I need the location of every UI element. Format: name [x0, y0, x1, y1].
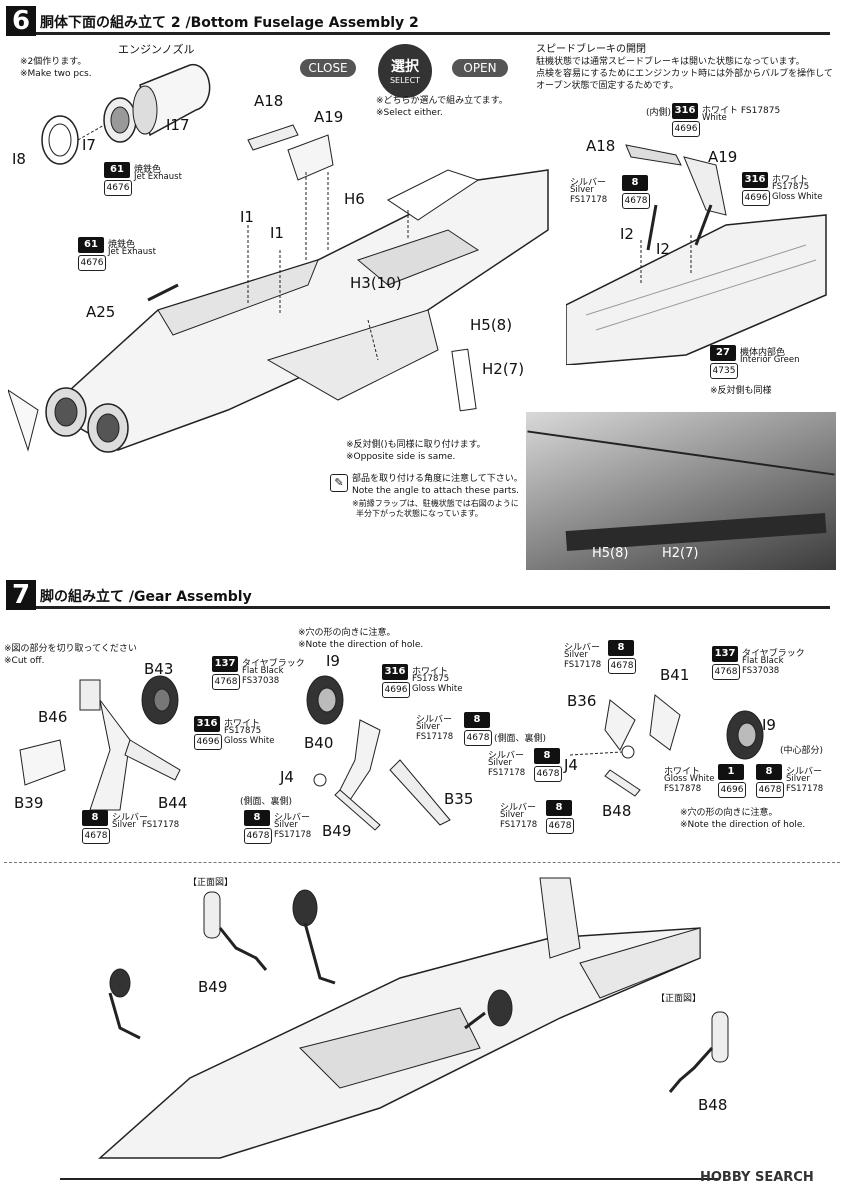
select-note-jp: ※どちらか選んで組み立てます。 — [376, 96, 508, 106]
close-option: CLOSE — [300, 59, 356, 77]
speedbrake-line-2: 点検を容易にするためにエンジンカット時には外部からバルブを操作して — [536, 69, 833, 79]
part-label-b44: B44 — [158, 794, 188, 812]
select-badge: 選択 SELECT — [378, 44, 432, 98]
hole-direction-right-jp: ※穴の形の向きに注意。 — [680, 808, 778, 818]
part-label-i7: I7 — [82, 136, 96, 154]
make-two-note-jp: ※2個作ります。 — [20, 57, 87, 67]
side-back-note-2: (側面、裏側) — [494, 734, 547, 744]
speedbrake-title: スピードブレーキの開閉 — [536, 44, 646, 55]
angle-note-jp: 部品を取り付ける角度に注意して下さい。 — [352, 474, 523, 484]
step7-header: 7 脚の組み立て /Gear Assembly — [6, 580, 830, 610]
angle-note-en: Note the angle to attach these parts. — [352, 486, 519, 496]
speedbrake-line-3: オープン状態で固定するためです。 — [536, 81, 679, 91]
part-label-h6: H6 — [344, 190, 365, 208]
flap-note-line-1: ※前縁フラップは、駐機状態では右図のように — [352, 499, 519, 508]
part-label-i1-a: I1 — [240, 208, 254, 226]
part-label-b41: B41 — [660, 666, 690, 684]
part-label-h5: H5(8) — [470, 316, 513, 334]
part-label-b35: B35 — [444, 790, 474, 808]
part-label-a25: A25 — [86, 303, 116, 321]
speedbrake-detail-illustration — [566, 144, 827, 365]
section-divider — [4, 862, 840, 864]
part-label-a19: A19 — [314, 108, 344, 126]
flap-note-line-2: 半分下がった状態になっています。 — [356, 509, 483, 518]
part-label-j4-right: J4 — [564, 756, 578, 774]
bottom-fuselage-illustration — [8, 124, 549, 453]
speedbrake-line-1: 駐機状態では通常スピードブレーキは開いた状態になっています。 — [536, 57, 805, 67]
engine-nozzle-illustration — [41, 63, 211, 165]
side-back-note-1: (側面、裏側) — [240, 797, 293, 807]
part-label-i17: I17 — [166, 116, 190, 134]
step7-number: 7 — [6, 580, 36, 610]
hole-direction-right-en: ※Note the direction of hole. — [680, 820, 806, 830]
part-label-h3: H3(10) — [350, 274, 402, 292]
part-label-i9: I9 — [326, 652, 340, 670]
hole-direction-en: ※Note the direction of hole. — [298, 640, 424, 650]
step6-number: 6 — [6, 6, 36, 36]
opposite-side-note-jp: ※反対側()も同様に取り付けます。 — [346, 440, 486, 450]
inner-side-label: (内側) — [646, 108, 672, 118]
photo-label-h2: H2(7) — [662, 546, 699, 561]
gear-assembly-illustration — [19, 675, 764, 831]
part-label-a18-right: A18 — [586, 137, 616, 155]
part-label-b49: B49 — [322, 822, 352, 840]
cutoff-note-jp: ※図の部分を切り取ってください — [4, 644, 137, 654]
open-option: OPEN — [452, 59, 508, 77]
step7-title: 脚の組み立て /Gear Assembly — [40, 589, 252, 605]
hole-direction-jp: ※穴の形の向きに注意。 — [298, 628, 396, 638]
aircraft-gear-illustration — [98, 877, 701, 1159]
opposite-side-note-en: ※Opposite side is same. — [346, 452, 456, 462]
watermark: HOBBY SEARCH — [700, 1170, 814, 1185]
part-label-b48-bottom: B48 — [698, 1096, 728, 1114]
part-label-i2-b: I2 — [656, 240, 670, 258]
part-label-i1-b: I1 — [270, 224, 284, 242]
leading-edge-flap-photo: H5(8) H2(7) — [526, 412, 836, 570]
part-label-b46: B46 — [38, 708, 68, 726]
part-label-a19-right: A19 — [708, 148, 738, 166]
step6-title: 胴体下面の組み立て 2 /Bottom Fuselage Assembly 2 — [40, 15, 419, 31]
bottom-rule — [60, 1178, 720, 1180]
opposite-same-small: ※反対側も同様 — [710, 386, 772, 396]
part-label-i2-a: I2 — [620, 225, 634, 243]
part-label-b40: B40 — [304, 734, 334, 752]
front-view-label-1: 【正面図】 — [188, 878, 234, 888]
part-label-j4: J4 — [280, 768, 294, 786]
part-label-h2: H2(7) — [482, 360, 525, 378]
part-label-b36: B36 — [567, 692, 597, 710]
center-part-note: (中心部分) — [780, 746, 824, 756]
part-label-b43: B43 — [144, 660, 174, 678]
part-label-i8: I8 — [12, 150, 26, 168]
front-view-label-2: 【正面図】 — [656, 994, 702, 1004]
part-label-b39: B39 — [14, 794, 44, 812]
part-label-a18: A18 — [254, 92, 284, 110]
part-label-b49-bottom: B49 — [198, 978, 228, 996]
step6-header: 6 胴体下面の組み立て 2 /Bottom Fuselage Assembly … — [6, 6, 830, 36]
front-view-b48-illustration — [668, 1011, 729, 1093]
part-label-b48: B48 — [602, 802, 632, 820]
brush-icon: ✎ — [330, 474, 348, 492]
make-two-note-en: ※Make two pcs. — [20, 69, 92, 79]
engine-nozzle-label: エンジンノズル — [118, 43, 195, 56]
part-label-i9-right: I9 — [762, 716, 776, 734]
photo-label-h5: H5(8) — [592, 546, 629, 561]
cutoff-note-en: ※Cut off. — [4, 656, 45, 666]
front-view-b49-illustration — [203, 891, 268, 971]
select-note-en: ※Select either. — [376, 108, 443, 118]
